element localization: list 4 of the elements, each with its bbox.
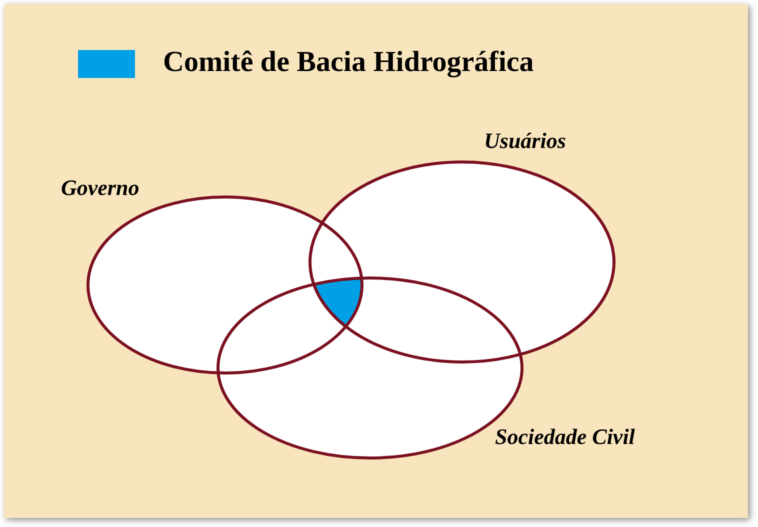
set-label: Usuários bbox=[484, 128, 566, 154]
legend-label: Comitê de Bacia Hidrográfica bbox=[163, 46, 534, 79]
set-label: Sociedade Civil bbox=[495, 424, 635, 450]
set-label: Governo bbox=[61, 175, 140, 201]
